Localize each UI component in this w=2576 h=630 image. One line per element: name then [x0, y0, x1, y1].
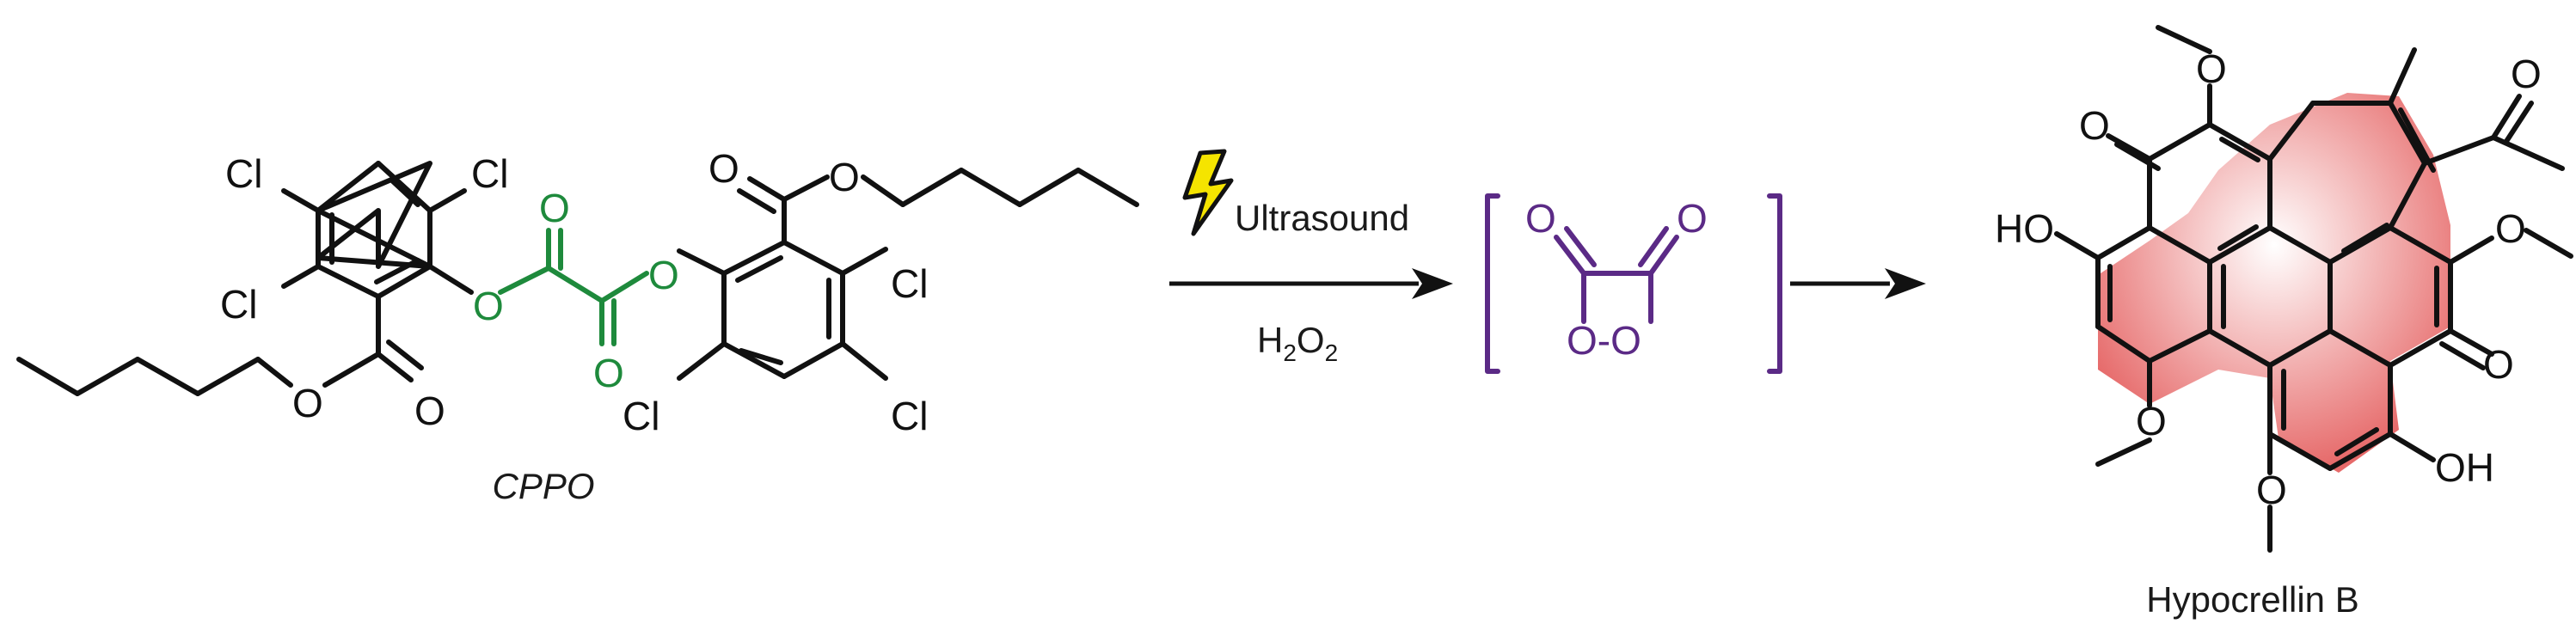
atom-o: O — [648, 253, 679, 297]
condition-ultrasound: Ultrasound — [1235, 198, 1409, 238]
atom-o: O — [1525, 196, 1556, 241]
atom-o: O — [539, 186, 570, 230]
condition-h2o2: H2O2 — [1257, 320, 1338, 366]
atom-o-methoxy: O — [2495, 206, 2526, 251]
atom-o-methoxy: O — [2196, 46, 2227, 91]
atom-o: O — [1677, 196, 1708, 241]
forward-arrow-1 — [1169, 268, 1453, 299]
atom-o-methoxy: O — [2136, 399, 2167, 443]
highlight-region — [2098, 93, 2450, 473]
atom-cl: Cl — [891, 394, 928, 438]
atom-o: O — [292, 381, 323, 425]
atom-o: O — [708, 146, 739, 191]
atom-o: O — [473, 284, 504, 328]
atom-o-o: O-O — [1567, 318, 1641, 363]
atom-cl: Cl — [891, 261, 928, 306]
atom-cl: Cl — [471, 151, 508, 196]
lightning-icon — [1182, 149, 1234, 236]
atom-o-methoxy: O — [2256, 468, 2287, 512]
cppo-bonds — [16, 161, 1139, 396]
atom-cl: Cl — [220, 282, 257, 327]
atom-oh: OH — [2435, 445, 2494, 490]
atom-o: O — [2079, 103, 2110, 148]
forward-arrow-2 — [1790, 268, 1926, 299]
atom-o: O — [829, 155, 860, 199]
bracket-right — [1767, 193, 1782, 374]
hypocrellin-bonds — [2054, 25, 2573, 553]
reaction-conditions: Ultrasound H2O2 — [1169, 149, 1453, 366]
atom-o: O — [593, 351, 624, 395]
hypocrellin-b-molecule: O HO OH O O O O O O Hypocrellin B — [1995, 25, 2573, 620]
hypocrellin-b-label: Hypocrellin B — [2146, 579, 2358, 620]
atom-ho: HO — [1995, 206, 2054, 251]
atom-cl: Cl — [623, 394, 659, 438]
atom-o: O — [2511, 52, 2542, 96]
atom-o: O — [414, 388, 445, 433]
cppo-label: CPPO — [492, 466, 594, 506]
dioxetanedione-intermediate: O O O-O — [1485, 193, 1782, 374]
cppo-molecule: Cl Cl Cl Cl Cl Cl O O O O O O O O CPPO — [16, 146, 1139, 506]
bracket-left — [1485, 193, 1500, 374]
oxalate-bonds — [498, 228, 649, 346]
atom-cl: Cl — [225, 151, 262, 196]
atom-o: O — [2483, 342, 2514, 387]
